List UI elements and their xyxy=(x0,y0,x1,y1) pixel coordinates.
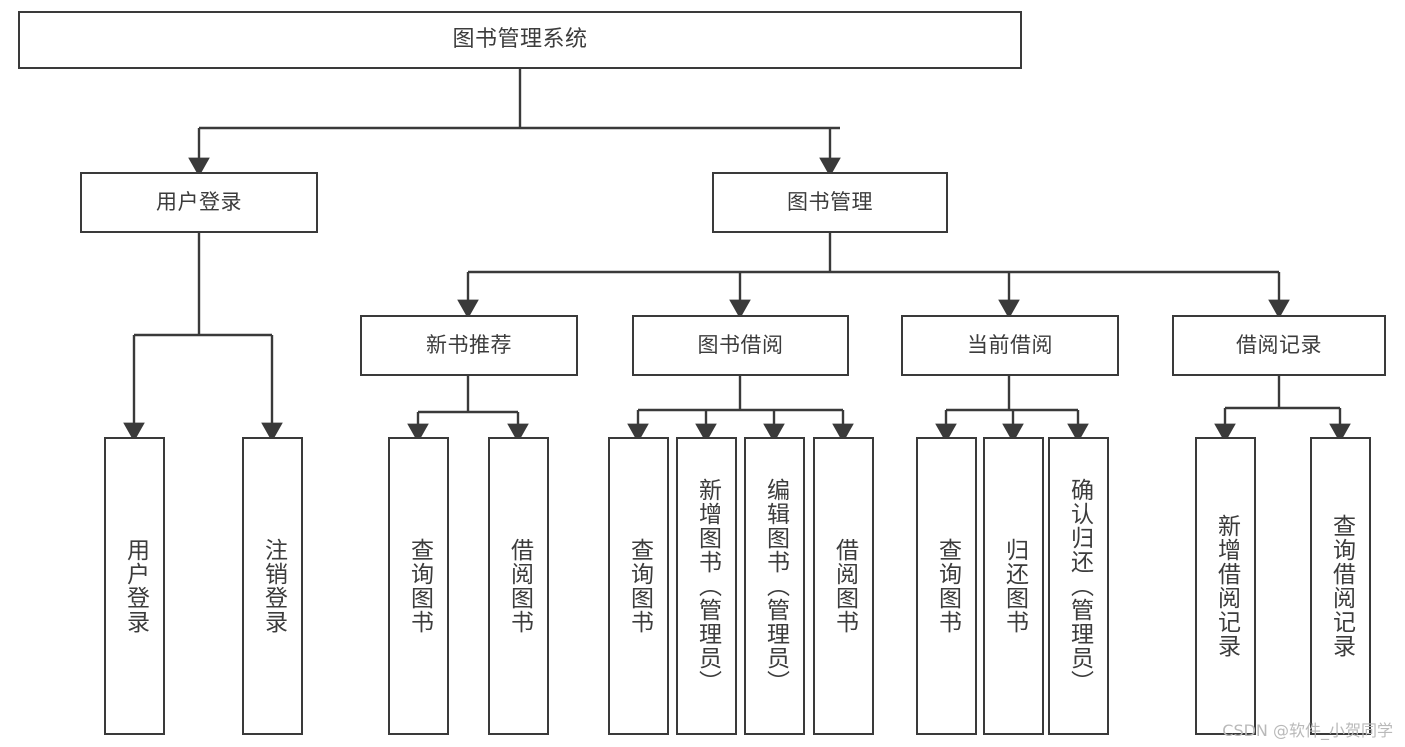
node-book-management[interactable]: 图书管理 xyxy=(712,172,948,233)
leaf-new-book-2[interactable]: 借阅图书 xyxy=(488,437,549,735)
leaf-book-borrow-3-label: 编辑图书（管理员） xyxy=(762,478,789,694)
node-borrow-record[interactable]: 借阅记录 xyxy=(1172,315,1386,376)
leaf-book-borrow-4-label: 借阅图书 xyxy=(831,538,858,634)
leaf-new-book-1-label: 查询图书 xyxy=(406,538,433,634)
leaf-current-borrow-2[interactable]: 归还图书 xyxy=(983,437,1044,735)
node-book-borrow[interactable]: 图书借阅 xyxy=(632,315,849,376)
leaf-book-borrow-2-label: 新增图书（管理员） xyxy=(694,478,721,694)
leaf-book-borrow-1[interactable]: 查询图书 xyxy=(608,437,669,735)
leaf-borrow-record-2-label: 查询借阅记录 xyxy=(1328,514,1355,658)
leaf-user-login-2-label: 注销登录 xyxy=(260,538,287,634)
leaf-borrow-record-1-label: 新增借阅记录 xyxy=(1213,514,1240,658)
node-book-management-label: 图书管理 xyxy=(787,190,873,215)
node-root-label: 图书管理系统 xyxy=(452,27,588,53)
leaf-current-borrow-1[interactable]: 查询图书 xyxy=(916,437,977,735)
leaf-user-login-1-label: 用户登录 xyxy=(122,538,149,634)
leaf-current-borrow-2-label: 归还图书 xyxy=(1001,538,1028,634)
csdn-watermark: CSDN @软件_小贺同学 xyxy=(1222,721,1393,740)
node-new-book-recommend[interactable]: 新书推荐 xyxy=(360,315,578,376)
leaf-borrow-record-2[interactable]: 查询借阅记录 xyxy=(1310,437,1371,735)
leaf-book-borrow-4[interactable]: 借阅图书 xyxy=(813,437,874,735)
node-new-book-recommend-label: 新书推荐 xyxy=(426,333,512,358)
node-borrow-record-label: 借阅记录 xyxy=(1236,333,1322,358)
node-current-borrow[interactable]: 当前借阅 xyxy=(901,315,1119,376)
node-root[interactable]: 图书管理系统 xyxy=(18,11,1022,69)
leaf-current-borrow-3-label: 确认归还（管理员） xyxy=(1066,478,1093,694)
node-book-borrow-label: 图书借阅 xyxy=(697,333,784,358)
leaf-new-book-1[interactable]: 查询图书 xyxy=(388,437,449,735)
leaf-book-borrow-2[interactable]: 新增图书（管理员） xyxy=(676,437,737,735)
node-user-login[interactable]: 用户登录 xyxy=(80,172,318,233)
leaf-borrow-record-1[interactable]: 新增借阅记录 xyxy=(1195,437,1256,735)
node-current-borrow-label: 当前借阅 xyxy=(967,333,1053,358)
leaf-user-login-2[interactable]: 注销登录 xyxy=(242,437,303,735)
leaf-current-borrow-1-label: 查询图书 xyxy=(934,538,961,634)
leaf-book-borrow-1-label: 查询图书 xyxy=(626,538,653,634)
leaf-current-borrow-3[interactable]: 确认归还（管理员） xyxy=(1048,437,1109,735)
node-user-login-label: 用户登录 xyxy=(156,190,242,215)
leaf-book-borrow-3[interactable]: 编辑图书（管理员） xyxy=(744,437,805,735)
leaf-user-login-1[interactable]: 用户登录 xyxy=(104,437,165,735)
leaf-new-book-2-label: 借阅图书 xyxy=(506,538,533,634)
